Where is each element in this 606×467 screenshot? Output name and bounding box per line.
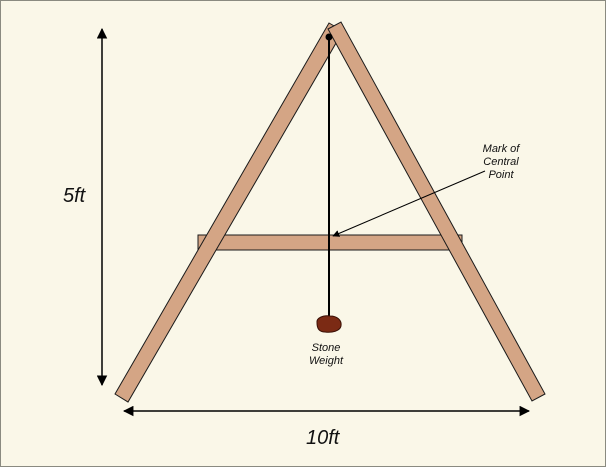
stone-label-line1: Stone xyxy=(312,342,341,354)
width-label: 10ft xyxy=(306,427,341,449)
mark-label-line3: Point xyxy=(488,169,514,181)
mark-label-line1: Mark of xyxy=(483,143,521,155)
pivot-point xyxy=(325,33,333,41)
central-point-pointer xyxy=(332,170,486,237)
height-label: 5ft xyxy=(63,185,87,207)
stone-label-line2: Weight xyxy=(309,355,344,367)
left-leg xyxy=(114,22,344,403)
stone-weight xyxy=(316,315,342,333)
right-leg xyxy=(327,21,546,402)
mark-label-line2: Central xyxy=(483,156,519,168)
